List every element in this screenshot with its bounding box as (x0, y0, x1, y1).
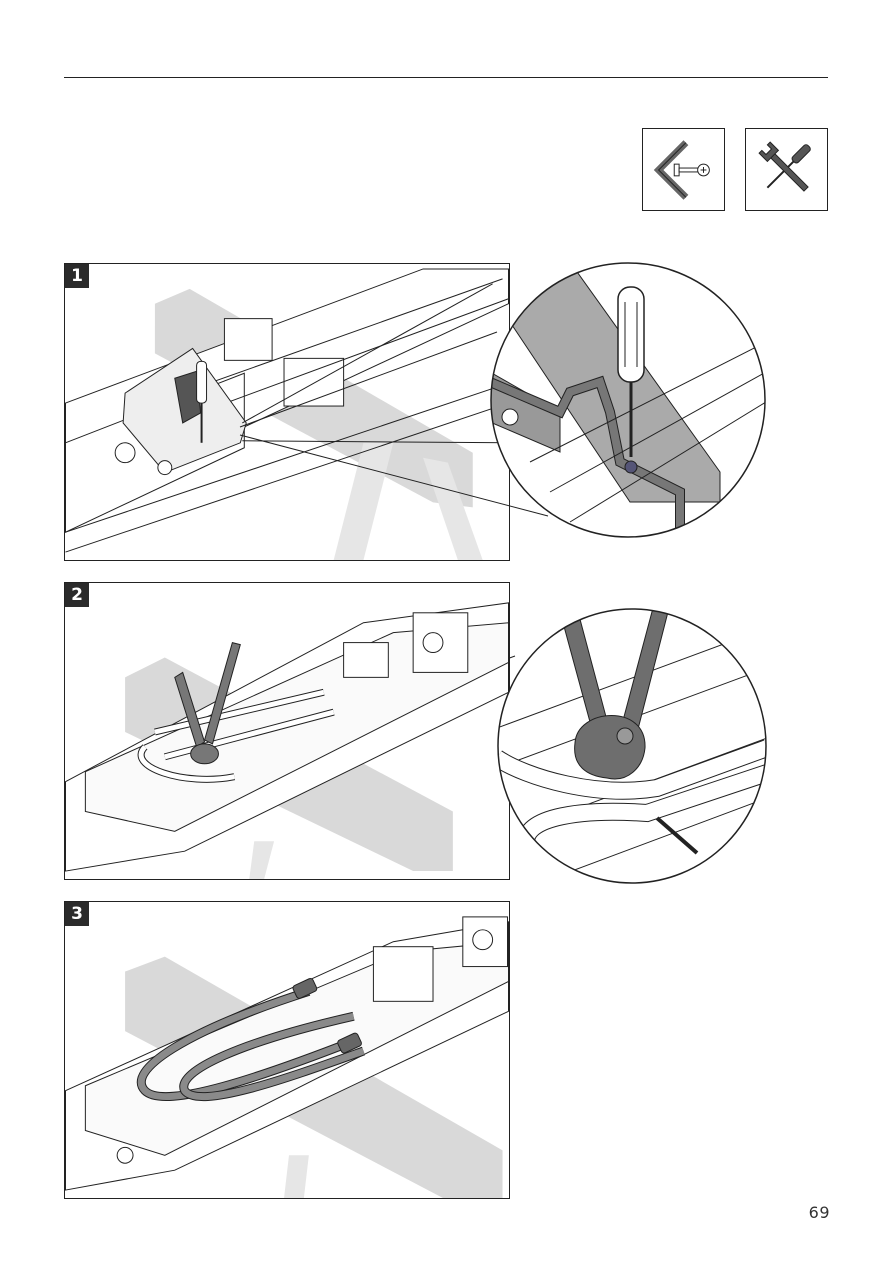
mounting-hardware-icon-box (642, 128, 725, 211)
step-3-panel: 3 (64, 901, 510, 1199)
step-number: 3 (65, 902, 89, 926)
step-3-illustration (65, 902, 509, 1198)
step-1-detail-zoom (490, 262, 766, 538)
screwdriver-wrench-icon (746, 129, 827, 210)
step-1-illustration (65, 264, 509, 560)
tools-icon-box (745, 128, 828, 211)
step-2-panel: 2 (64, 582, 510, 880)
step-2-illustration (65, 583, 509, 879)
header-rule (64, 77, 828, 78)
step-number: 2 (65, 583, 89, 607)
page-number: 69 (790, 1203, 830, 1222)
step-1-panel: 1 (64, 263, 510, 561)
step-2-detail-zoom (497, 608, 767, 884)
step-number: 1 (65, 264, 89, 288)
angle-screw-mount-icon (643, 129, 724, 210)
